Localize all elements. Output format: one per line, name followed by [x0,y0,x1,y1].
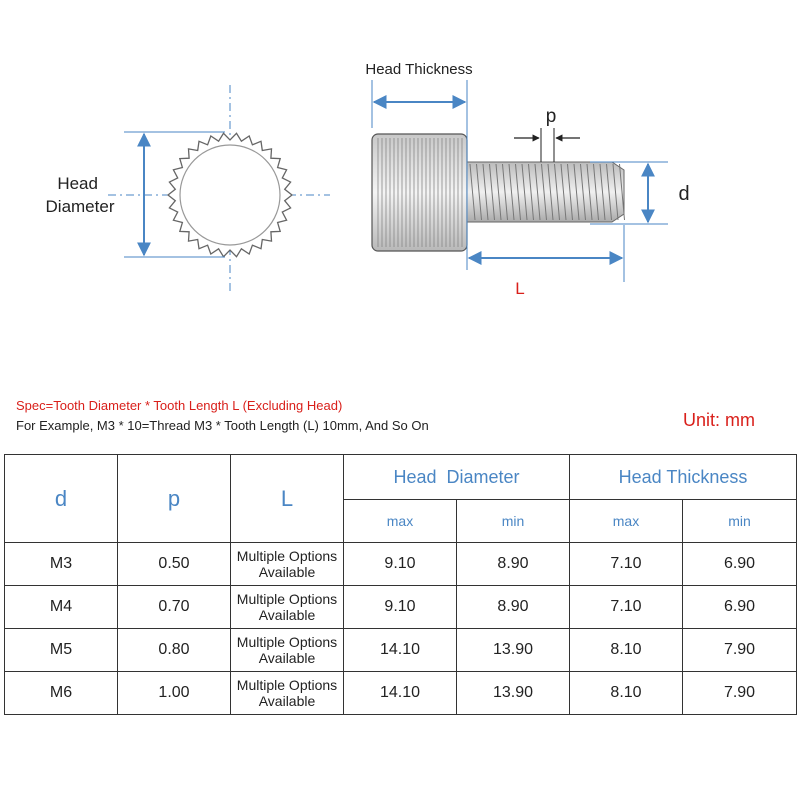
pitch-label: p [546,106,557,127]
header-head-thickness: Head Thickness [568,454,798,500]
head-diameter-label: Head Diameter [46,174,115,216]
header-hd-max: max [343,499,457,543]
cell-ht-max: 8.10 [569,671,683,715]
cell-hd-max: 14.10 [343,671,457,715]
cell-d: M3 [4,542,118,586]
cell-d: M6 [4,671,118,715]
spec-table: d p L Head Diameter Head Thickness max m… [4,454,798,715]
head-thickness-label: Head Thickness [365,61,472,78]
cell-p: 0.50 [117,542,231,586]
header-l: L [230,454,344,543]
header-d: d [4,454,118,543]
cell-ht-max: 7.10 [569,585,683,629]
cell-hd-max: 9.10 [343,585,457,629]
cell-hd-min: 8.90 [456,585,570,629]
cell-ht-max: 7.10 [569,542,683,586]
cell-ht-min: 6.90 [681,542,798,586]
spec-line-2: For Example, M3 * 10=Thread M3 * Tooth L… [16,418,429,433]
screw-side-view [371,80,668,282]
diameter-label: d [678,183,689,205]
header-ht-min: min [681,499,798,543]
unit-label: Unit: mm [683,410,755,430]
spec-line-1: Spec=Tooth Diameter * Tooth Length L (Ex… [16,398,343,413]
cell-ht-min: 7.90 [681,671,798,715]
length-label: L [515,279,524,298]
header-hd-min: min [456,499,570,543]
header-ht-max: max [569,499,683,543]
cell-d: M4 [4,585,118,629]
cell-hd-max: 14.10 [343,628,457,672]
knurled-head-front-view [108,85,330,292]
cell-ht-min: 6.90 [681,585,798,629]
cell-hd-min: 13.90 [456,671,570,715]
cell-hd-max: 9.10 [343,542,457,586]
cell-hd-min: 8.90 [456,542,570,586]
screw-diagram: Head Diameter Head Thickness p d L [46,61,690,298]
cell-d: M5 [4,628,118,672]
cell-ht-max: 8.10 [569,628,683,672]
cell-p: 0.70 [117,585,231,629]
cell-p: 1.00 [117,671,231,715]
header-head-diameter: Head Diameter [343,454,570,500]
cell-hd-min: 13.90 [456,628,570,672]
header-p: p [117,454,231,543]
cell-p: 0.80 [117,628,231,672]
cell-ht-min: 7.90 [681,628,798,672]
